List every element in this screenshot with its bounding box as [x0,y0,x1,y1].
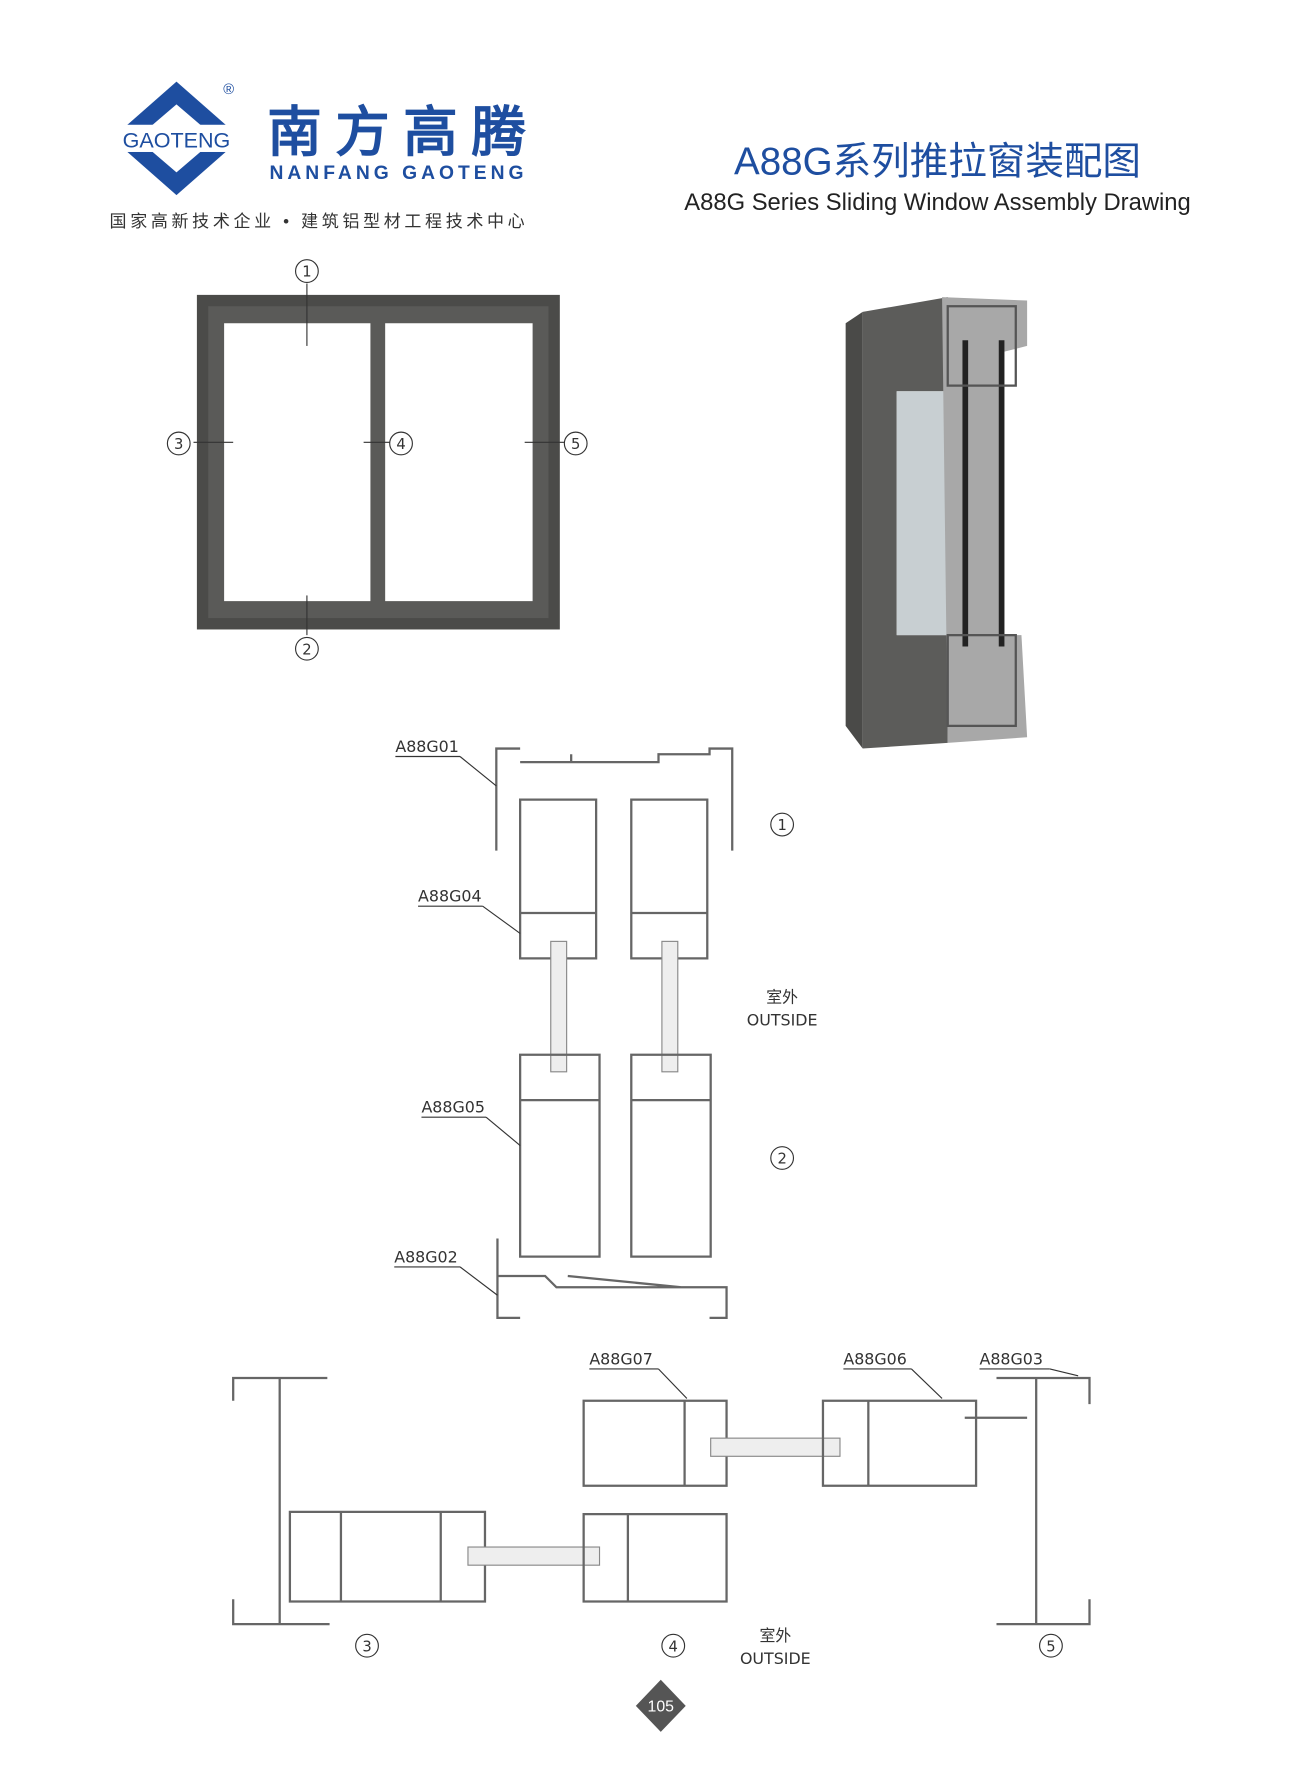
registered-mark: ® [223,82,234,98]
brand-name-en: NANFANG GAOTENG [269,163,523,184]
title-cn: A88G系列推拉窗装配图 [734,141,1141,184]
brand-name-cn: 南方高腾 [267,102,526,163]
svg-text:5: 5 [571,436,580,453]
marker-4: 4 [389,431,413,456]
outside-label-en-1: OUTSIDE [747,1010,818,1029]
section-marker-4: 4 [669,1638,678,1655]
label-a88g02: A88G02 [394,1247,458,1266]
window-elevation: 1 2 3 4 5 [166,259,588,661]
gaoteng-logo: GAOTENG ® [107,81,248,196]
page-number-badge: 105 [635,1679,686,1732]
svg-text:1: 1 [302,264,311,281]
label-a88g01: A88G01 [395,737,459,756]
section-marker-1: 1 [777,817,786,834]
marker-1: 1 [295,259,319,283]
marker-2: 2 [295,636,319,661]
label-a88g04: A88G04 [418,887,482,906]
svg-text:2: 2 [302,641,311,658]
page-number: 105 [648,1698,675,1715]
horizontal-section: A88G07 A88G06 A88G03 3 4 5 室外 OUTSIDE [232,1349,1091,1668]
section-marker-5: 5 [1046,1638,1055,1655]
marker-5: 5 [563,431,588,456]
vertical-section: A88G01 A88G04 A88G05 A88G02 1 2 室外 OUTSI… [394,737,818,1320]
profile-3d-render [845,297,1028,749]
label-a88g03: A88G03 [979,1349,1043,1368]
outside-label-cn-1: 室外 [766,988,798,1007]
marker-3: 3 [166,431,191,456]
title-en: A88G Series Sliding Window Assembly Draw… [684,189,1191,216]
brand-tagline: 国家高新技术企业 • 建筑铝型材工程技术中心 [110,212,525,231]
section-marker-3: 3 [362,1638,371,1655]
label-a88g07: A88G07 [589,1349,652,1368]
section-marker-2: 2 [777,1151,786,1168]
outside-label-cn-2: 室外 [759,1626,791,1645]
logo-text: GAOTENG [123,128,231,152]
label-a88g06: A88G06 [843,1349,907,1368]
outside-label-en-2: OUTSIDE [740,1649,811,1668]
svg-text:3: 3 [174,436,183,453]
svg-text:4: 4 [396,436,405,453]
label-a88g05: A88G05 [421,1098,485,1117]
